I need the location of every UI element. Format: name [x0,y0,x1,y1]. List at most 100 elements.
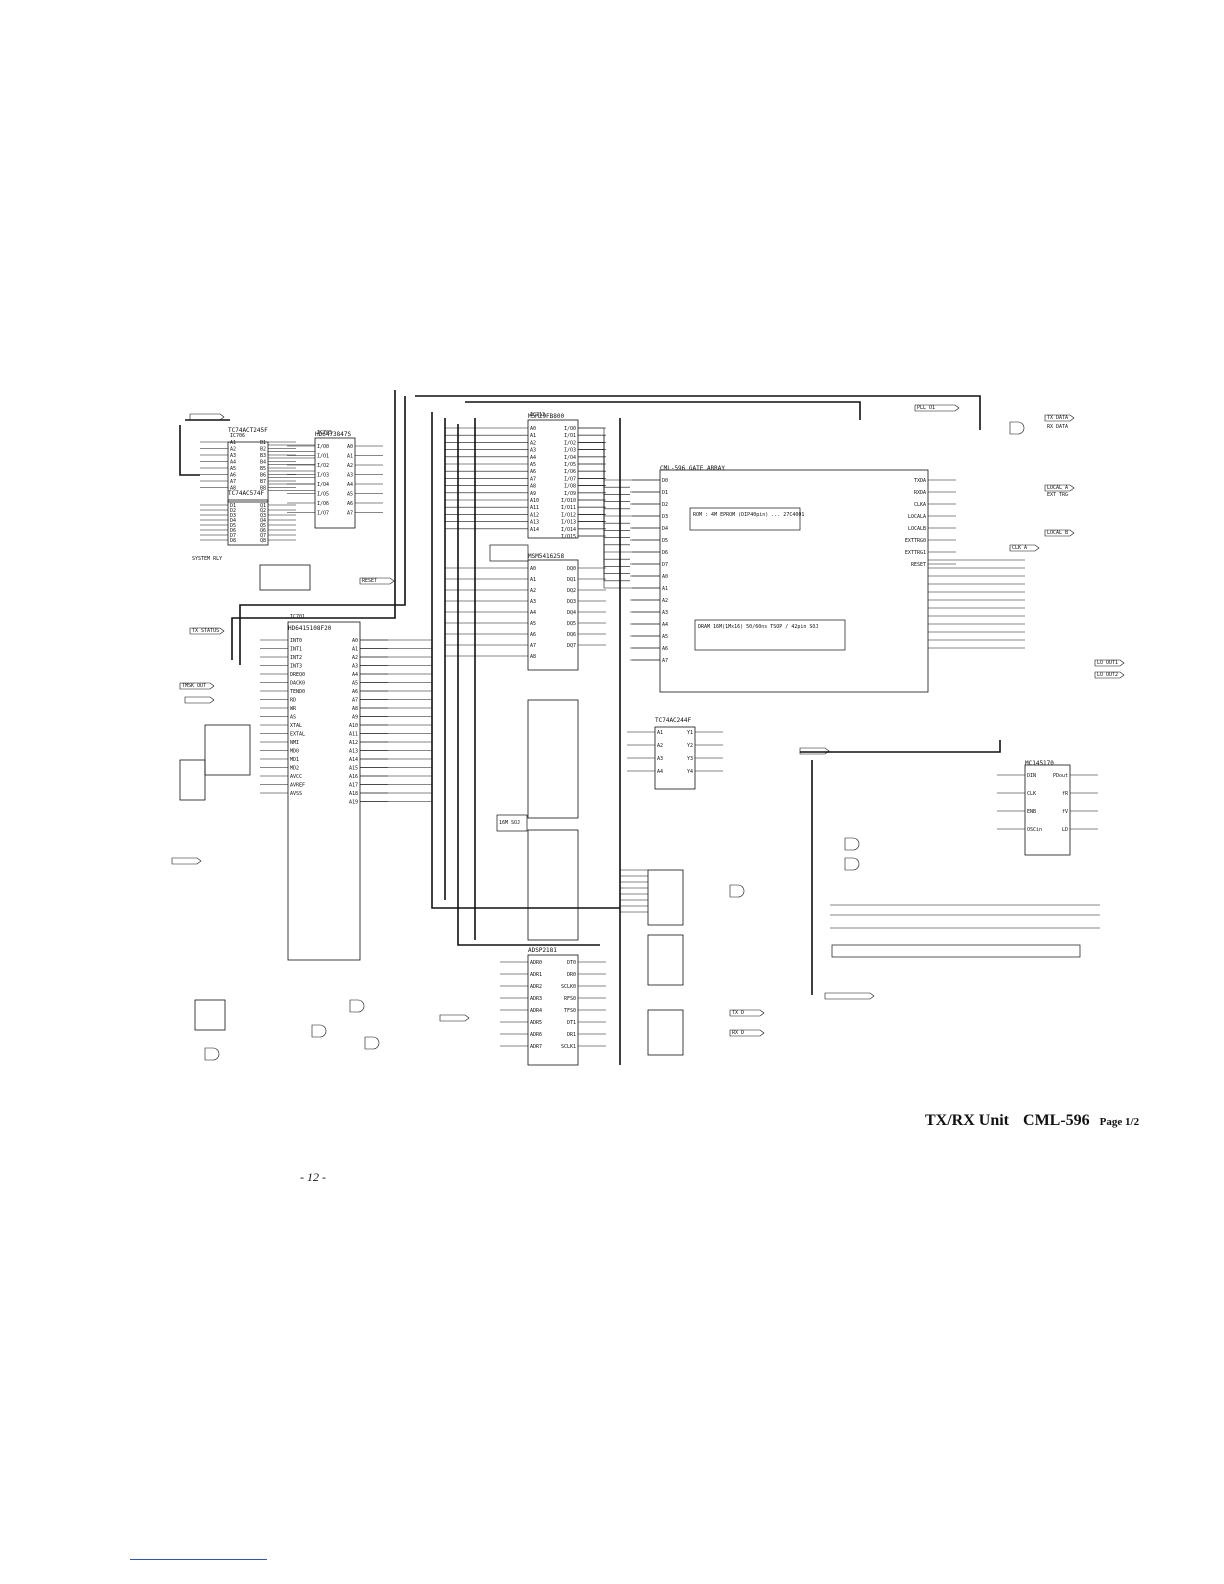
pin-label: A11 [530,505,539,511]
pin-label: A19 [349,800,358,806]
bottom-latches [647,869,684,1056]
pin-label: A9 [530,491,536,497]
pin-label: INT2 [290,655,302,661]
pin-label: CLKA [914,502,926,508]
pin-label: DQ6 [567,632,576,638]
pin-label: DR1 [567,1032,576,1038]
pin-label: A4 [662,622,668,628]
pin-label: RXDA [914,490,926,496]
pin-label: B1 [260,440,266,446]
pin-label: Q6 [260,528,266,534]
pin-label: I/O4 [317,482,329,488]
component-part-label: TC74ACT245F [228,427,268,434]
pin-label: I/O5 [564,462,576,468]
net-label: SYSTEM RLY [192,556,222,562]
interconnect-wires [200,427,1098,1047]
pin-label: INT1 [290,647,302,653]
pin-label: A16 [349,774,358,780]
pin-label: A2 [662,598,668,604]
pin-label: D1 [230,503,236,509]
pin-label: Q7 [260,533,266,539]
pin-label: SCLK0 [561,984,576,990]
pin-label: B6 [260,473,266,479]
pin-label: B3 [260,453,266,459]
ic715-dram-lower [496,699,579,941]
pin-label: A7 [662,658,668,664]
svg-text:IC706: IC706 [230,433,245,439]
pin-label: A6 [530,632,536,638]
pin-label: A6 [347,501,353,507]
pin-label: B8 [260,486,266,492]
pin-labels: TC74ACT245FA1A2A3A4A5A6A7A8B1B2B3B4B5B6B… [228,413,1069,1050]
pin-label: A14 [530,527,539,533]
pin-label: A15 [349,766,358,772]
pin-label: PDout [1053,773,1068,779]
model-text: CML-596 [1023,1112,1090,1129]
pin-label: AS [290,715,296,721]
pin-label: A14 [349,757,358,763]
net-label: TX DATA [1047,415,1068,421]
pin-label: A8 [530,654,536,660]
pin-label: SCLK1 [561,1044,576,1050]
pin-label: ADR3 [530,996,542,1002]
pin-label: Y1 [687,730,693,736]
pin-label: A3 [662,610,668,616]
pin-label: Q1 [260,503,266,509]
pin-label: A5 [530,462,536,468]
pin-label: A7 [230,479,236,485]
pin-label: I/O3 [564,448,576,454]
ic715-dram-upper [489,544,579,671]
pin-label: A5 [352,681,358,687]
pin-label: ADR6 [530,1032,542,1038]
pin-label: AVCC [290,774,302,780]
dram-note: DRAM 16M(1Mx16) 50/60ns TSOP / 42pin SOJ [698,624,818,630]
component-part-label: HD6473847S [315,431,352,438]
page-number: - 12 - [300,1170,326,1184]
pin-label: LOCALB [908,526,926,532]
pin-label: EXTAL [290,732,305,738]
pin-label: EXTTRG1 [905,550,926,556]
pin-label: A5 [662,634,668,640]
pin-label: I/O0 [317,444,329,450]
pin-label: ADR1 [530,972,542,978]
pin-label: Q4 [260,518,266,524]
pin-label: A17 [349,783,358,789]
pin-label: A13 [530,520,539,526]
pin-label: D1 [662,490,668,496]
pin-label: A7 [530,643,536,649]
net-label: TMSK OUT [182,683,206,689]
pin-label: I/O9 [564,491,576,497]
pin-label: A2 [657,743,663,749]
pin-label: MD2 [290,766,299,772]
pin-label: INT3 [290,664,302,670]
component-part-label: HD6415108F20 [288,625,332,632]
pin-label: I/O14 [561,527,576,533]
pin-label: ADR5 [530,1020,542,1026]
pin-label: WR [290,706,297,712]
pin-label: D6 [662,550,668,556]
pin-label: INT0 [290,638,302,644]
pin-label: A6 [352,689,358,695]
pin-label: I/O1 [317,454,329,460]
pin-label: I/O4 [564,455,576,461]
pin-label: DQ5 [567,621,576,627]
net-label: RX D [732,1030,744,1036]
resistor-array [830,904,1100,958]
pin-label: Y3 [687,756,693,762]
pin-label: A7 [530,476,536,482]
pin-label: A8 [352,706,358,712]
pin-label: Q5 [260,523,266,529]
pin-label: D3 [230,513,236,519]
pin-label: DQ0 [567,566,576,572]
pin-label: DIN [1027,773,1036,779]
pin-label: A1 [530,433,536,439]
pin-label: fV [1062,809,1068,815]
net-label: EXT TRG [1047,492,1068,498]
pin-label: D2 [230,508,236,514]
svg-text:IC705: IC705 [317,430,332,436]
pin-label: A1 [530,577,536,583]
pin-label: A4 [230,460,236,466]
pin-label: A2 [352,655,358,661]
pin-label: A7 [347,511,353,517]
